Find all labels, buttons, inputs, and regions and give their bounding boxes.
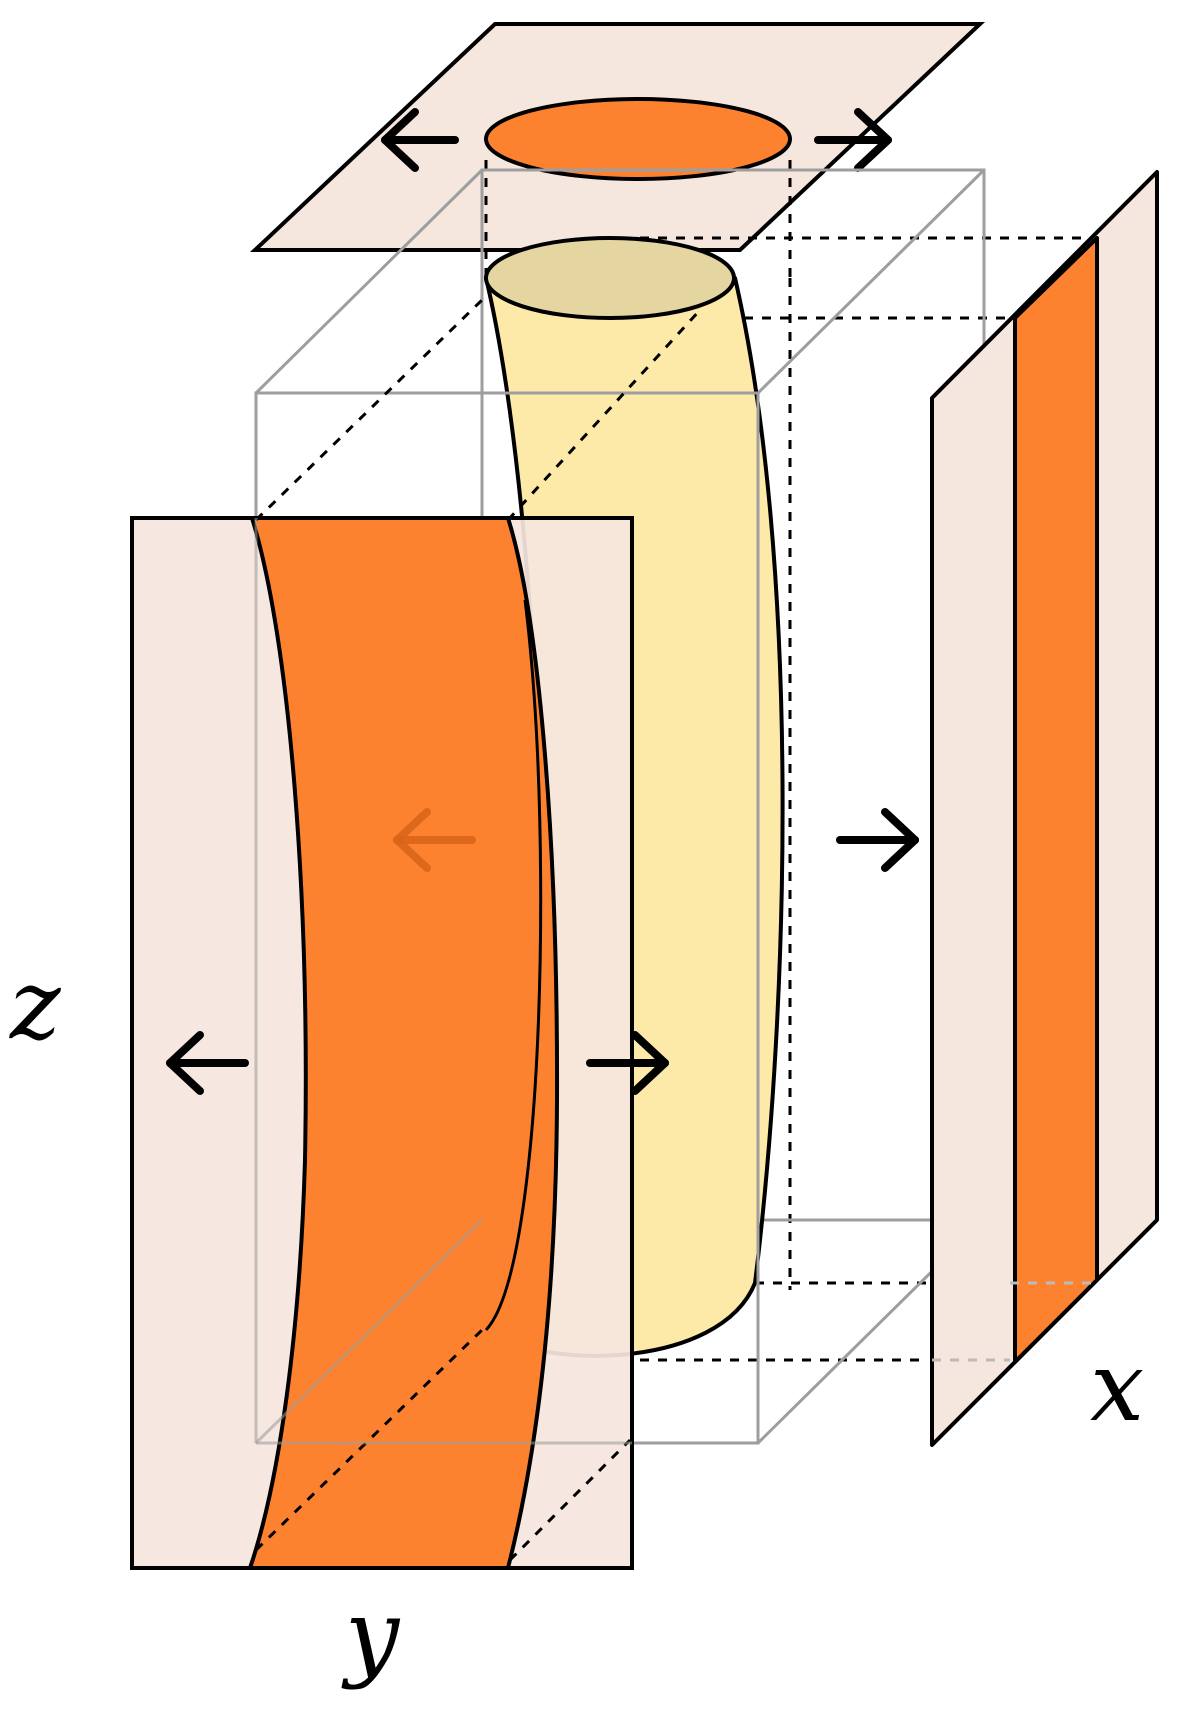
front-tube-silhouette [484,599,543,1332]
front-projection-band [248,516,560,1570]
arrow-left-icon [393,808,476,872]
right-projection [930,170,1159,1447]
axis-label-x: x [1090,1331,1144,1443]
axis-label-y: y [341,1579,401,1691]
top-projection [249,22,986,252]
arrow-right-icon [814,108,892,172]
arrow-left-icon [381,108,459,172]
arrow-left-icon [166,1031,249,1095]
arrow-right-icon [586,1031,669,1095]
arrow-right-icon [836,808,919,872]
right-projection-band [1013,236,1099,1364]
axis-label-z: z [9,949,62,1061]
dashed-guides-back [484,160,1100,1362]
tube-top-ellipse [484,236,736,320]
top-projection-ellipse [484,97,792,181]
front-projection [130,298,702,1570]
